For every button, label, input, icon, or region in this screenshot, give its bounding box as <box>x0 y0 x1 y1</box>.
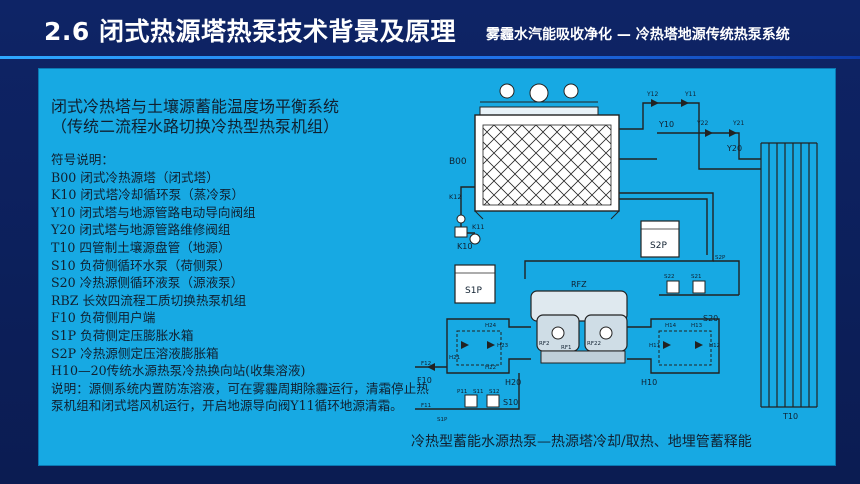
header-divider <box>0 56 860 59</box>
label-rfz: RFZ <box>571 280 587 289</box>
label-h13: H13 <box>691 323 703 329</box>
label-h11: H11 <box>649 343 660 349</box>
valve-icon <box>651 99 659 107</box>
pump-group-s10: P11 S11 S12 S10 <box>457 389 518 408</box>
valve-icon <box>663 341 671 349</box>
label-s21: S21 <box>691 274 702 280</box>
label-s1p-small: S1P <box>437 417 448 423</box>
label-s10: S10 <box>503 398 518 407</box>
legend-item: F10 负荷侧用户端 <box>51 310 156 326</box>
label-rf2: RF2 <box>539 341 549 347</box>
label-y20: Y20 <box>726 144 742 153</box>
switch-station-h10: H14 H13 H11 H12 H10 <box>627 318 720 387</box>
diagram-panel: 闭式冷热塔与土壤源蓄能温度场平衡系统 （传统二流程水路切换冷热型热泵机组） 符号… <box>38 68 836 466</box>
valve-icon <box>681 99 689 107</box>
label-s12: S12 <box>489 389 500 395</box>
label-k12: K12 <box>449 193 462 201</box>
label-t10: T10 <box>782 412 798 421</box>
legend-heading: 符号说明： <box>51 152 114 167</box>
legend-item: S10 负荷侧循环水泵（荷侧泵） <box>51 257 231 273</box>
tank-s2p: S2P <box>640 220 680 258</box>
legend-item: Y10 闭式塔与地源管路电动导向阀组 <box>51 204 256 220</box>
legend-item: Y20 闭式塔与地源管路维修阀组 <box>51 222 231 238</box>
pump-icon <box>454 226 468 238</box>
tower-fan-icon <box>499 83 515 99</box>
pump-icon <box>464 394 478 408</box>
legend-item: S1P 负荷侧定压膨胀水箱 <box>51 327 194 343</box>
valve-icon <box>729 129 737 137</box>
tower-coil <box>482 124 612 206</box>
label-h14: H14 <box>665 323 677 329</box>
label-y11: Y11 <box>684 91 696 98</box>
legend-item: S2P 冷热源侧定压溶液膨胀箱 <box>51 345 219 361</box>
label-h10: H10 <box>641 378 657 387</box>
legend-item: B00 闭式冷热源塔（闭式塔） <box>51 169 219 185</box>
label-f10: F10 <box>417 376 432 385</box>
label-y21: Y21 <box>732 120 744 127</box>
label-f12: F12 <box>421 361 431 367</box>
valve-icon <box>695 341 703 349</box>
legend-item: RBZ 长效四流程工质切换热泵机组 <box>51 292 247 308</box>
pump-icon <box>666 280 680 294</box>
heat-pump-rbz: RFZ RF2 RF1 RF22 <box>530 280 628 364</box>
label-s2p: S2P <box>650 241 667 251</box>
valve-icon <box>487 341 495 349</box>
panel-title-line2: （传统二流程水路切换冷热型热泵机组） <box>51 117 340 136</box>
valve-group-y10: Y12 Y11 Y10 <box>619 91 700 160</box>
label-y12: Y12 <box>646 91 658 98</box>
label-s22: S22 <box>664 274 675 280</box>
legend-item: T10 四管制土壤源盘管（地源） <box>51 239 231 255</box>
label-k10: K10 <box>457 242 472 251</box>
pump-icon <box>692 280 706 294</box>
label-s2p-small: S2P <box>715 255 726 261</box>
slide-subtitle: 雾霾水汽能吸收净化 — 冷热塔地源传统热泵系统 <box>486 27 790 43</box>
tower-fan-icon <box>529 83 549 103</box>
label-h21: H21 <box>449 355 460 361</box>
diagram-caption: 冷热型蓄能水源热泵—热源塔冷却/取热、地埋管蓄释能 <box>411 434 752 450</box>
label-y10: Y10 <box>658 120 674 129</box>
label-b00: B00 <box>449 157 467 167</box>
closed-tower-b00: B00 <box>449 83 620 220</box>
pump-group-s20: S22 S21 S20 <box>659 274 739 323</box>
tower-fan-icon <box>563 83 579 99</box>
label-k11: K11 <box>472 223 485 231</box>
compressor-icon <box>599 326 613 340</box>
flow-arrow-icon <box>427 363 435 371</box>
load-side-f10: F12 F11 F10 S1P <box>415 361 520 423</box>
switch-station-h20: H24 H21 H23 H22 H20 <box>446 318 531 387</box>
tank-s1p: S1P <box>454 264 496 304</box>
label-h12: H12 <box>709 343 720 349</box>
header-bar: 2.6 闭式热源塔热泵技术背景及原理 雾霾水汽能吸收净化 — 冷热塔地源传统热泵… <box>0 0 860 59</box>
label-y22: Y22 <box>696 120 708 127</box>
ground-loop-t10: T10 <box>760 142 818 421</box>
panel-title-line1: 闭式冷热塔与土壤源蓄能温度场平衡系统 <box>51 97 340 116</box>
valve-icon <box>456 214 466 224</box>
pump-icon <box>469 233 481 245</box>
legend-item: H10—20传统水源热泵冷热换向站(收集溶液) <box>51 363 306 379</box>
label-f11: F11 <box>421 403 431 409</box>
legend-item: K10 闭式塔冷却循环泵（蒸冷泵） <box>51 187 245 203</box>
source-pipes: S2P <box>524 129 761 295</box>
label-p11: P11 <box>457 389 467 395</box>
system-schematic: B00 K12 K11 K10 Y12 Y11 Y10 <box>415 83 818 423</box>
valve-icon <box>461 341 469 349</box>
pump-k10: K12 K11 K10 <box>449 186 485 251</box>
legend-note: 说明：源侧系统内置防冻溶液，可在雾霾周期除霾运行，清霜停止热泵机组和闭式塔风机运… <box>51 380 429 414</box>
label-s11: S11 <box>473 389 484 395</box>
compressor-icon <box>551 326 565 340</box>
label-s1p: S1P <box>465 286 482 296</box>
valve-group-y20: Y22 Y21 Y20 <box>657 120 744 153</box>
label-h20: H20 <box>505 378 521 387</box>
legend-item: S20 冷热源侧循环液泵（源液泵） <box>51 275 244 291</box>
symbol-legend: 符号说明： B00 闭式冷热源塔（闭式塔） K10 闭式塔冷却循环泵（蒸冷泵） … <box>51 151 435 415</box>
pump-icon <box>486 394 500 408</box>
label-h23: H23 <box>497 343 509 349</box>
label-h24: H24 <box>485 323 497 329</box>
label-rf1: RF1 <box>561 345 571 351</box>
valve-icon <box>705 129 713 137</box>
slide-title: 2.6 闭式热源塔热泵技术背景及原理 <box>44 17 456 46</box>
label-h22: H22 <box>485 365 496 371</box>
label-rf22: RF22 <box>587 341 601 347</box>
